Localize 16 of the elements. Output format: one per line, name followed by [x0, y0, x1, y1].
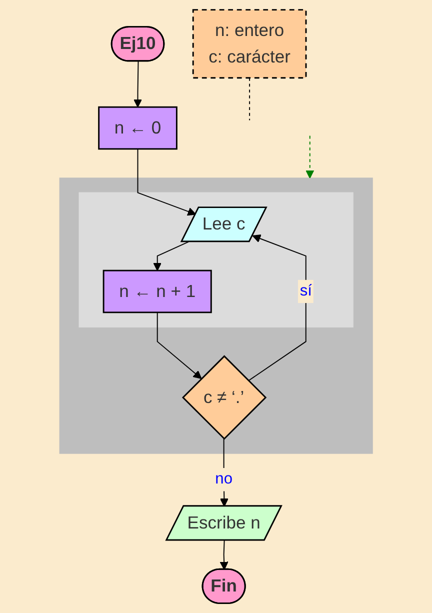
arrow [220, 540, 228, 570]
edge-label: sí [300, 282, 312, 300]
cluster [59, 178, 373, 454]
edge-label: no [215, 470, 232, 488]
arrow [220, 438, 228, 507]
arrow [133, 60, 142, 108]
arrow [137, 148, 196, 216]
arrow [306, 135, 314, 178]
arrow [156, 312, 202, 379]
node-diamond: c ≠ ‘.’ [182, 355, 267, 440]
node-box: n: entero c: carácter [192, 9, 307, 79]
node-box: n ← n + 1 [102, 270, 212, 314]
arrow [152, 241, 189, 271]
cluster [78, 192, 354, 328]
node-box: n ← 0 [98, 106, 178, 150]
arrow [248, 234, 306, 382]
